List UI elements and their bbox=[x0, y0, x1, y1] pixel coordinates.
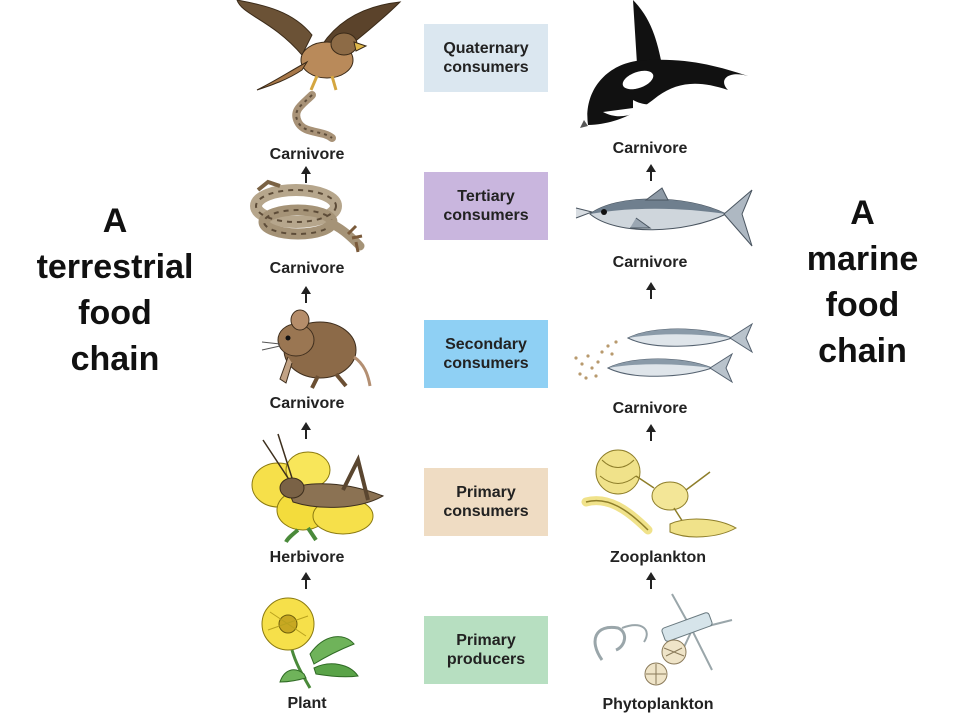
level-secondary-consumers: Secondary consumers bbox=[424, 320, 548, 388]
terrestrial-chain-title: A terrestrial food chain bbox=[36, 202, 194, 378]
herring-icon bbox=[572, 318, 754, 392]
terrestrial-caption-secondary: Carnivore bbox=[269, 395, 345, 412]
zooplankton-icon bbox=[578, 446, 738, 544]
marine-caption-quaternary: Carnivore bbox=[612, 140, 688, 157]
mouse-icon bbox=[258, 302, 373, 392]
hawk-icon bbox=[232, 0, 402, 142]
terrestrial-caption-producer: Plant bbox=[287, 695, 327, 712]
snake-icon bbox=[248, 178, 373, 258]
terrestrial-caption-tertiary: Carnivore bbox=[269, 260, 345, 277]
terrestrial-caption-quaternary: Carnivore bbox=[269, 146, 345, 163]
level-quaternary-consumers: Quaternary consumers bbox=[424, 24, 548, 92]
level-tertiary-consumers: Tertiary consumers bbox=[424, 172, 548, 240]
phytoplankton-icon bbox=[582, 590, 742, 690]
terrestrial-caption-primary-consumer: Herbivore bbox=[269, 549, 345, 566]
level-primary-consumers: Primary consumers bbox=[424, 468, 548, 536]
marine-caption-producer: Phytoplankton bbox=[602, 696, 714, 713]
grasshopper-icon bbox=[248, 430, 390, 544]
tuna-icon bbox=[575, 186, 754, 256]
level-primary-producers: Primary producers bbox=[424, 616, 548, 684]
marine-caption-primary-consumer: Zooplankton bbox=[610, 549, 706, 566]
marine-chain-title: A marine food chain bbox=[806, 194, 919, 370]
marine-caption-tertiary: Carnivore bbox=[612, 254, 688, 271]
marine-caption-secondary: Carnivore bbox=[612, 400, 688, 417]
killer-whale-icon bbox=[578, 0, 753, 135]
plant-icon bbox=[254, 594, 364, 690]
